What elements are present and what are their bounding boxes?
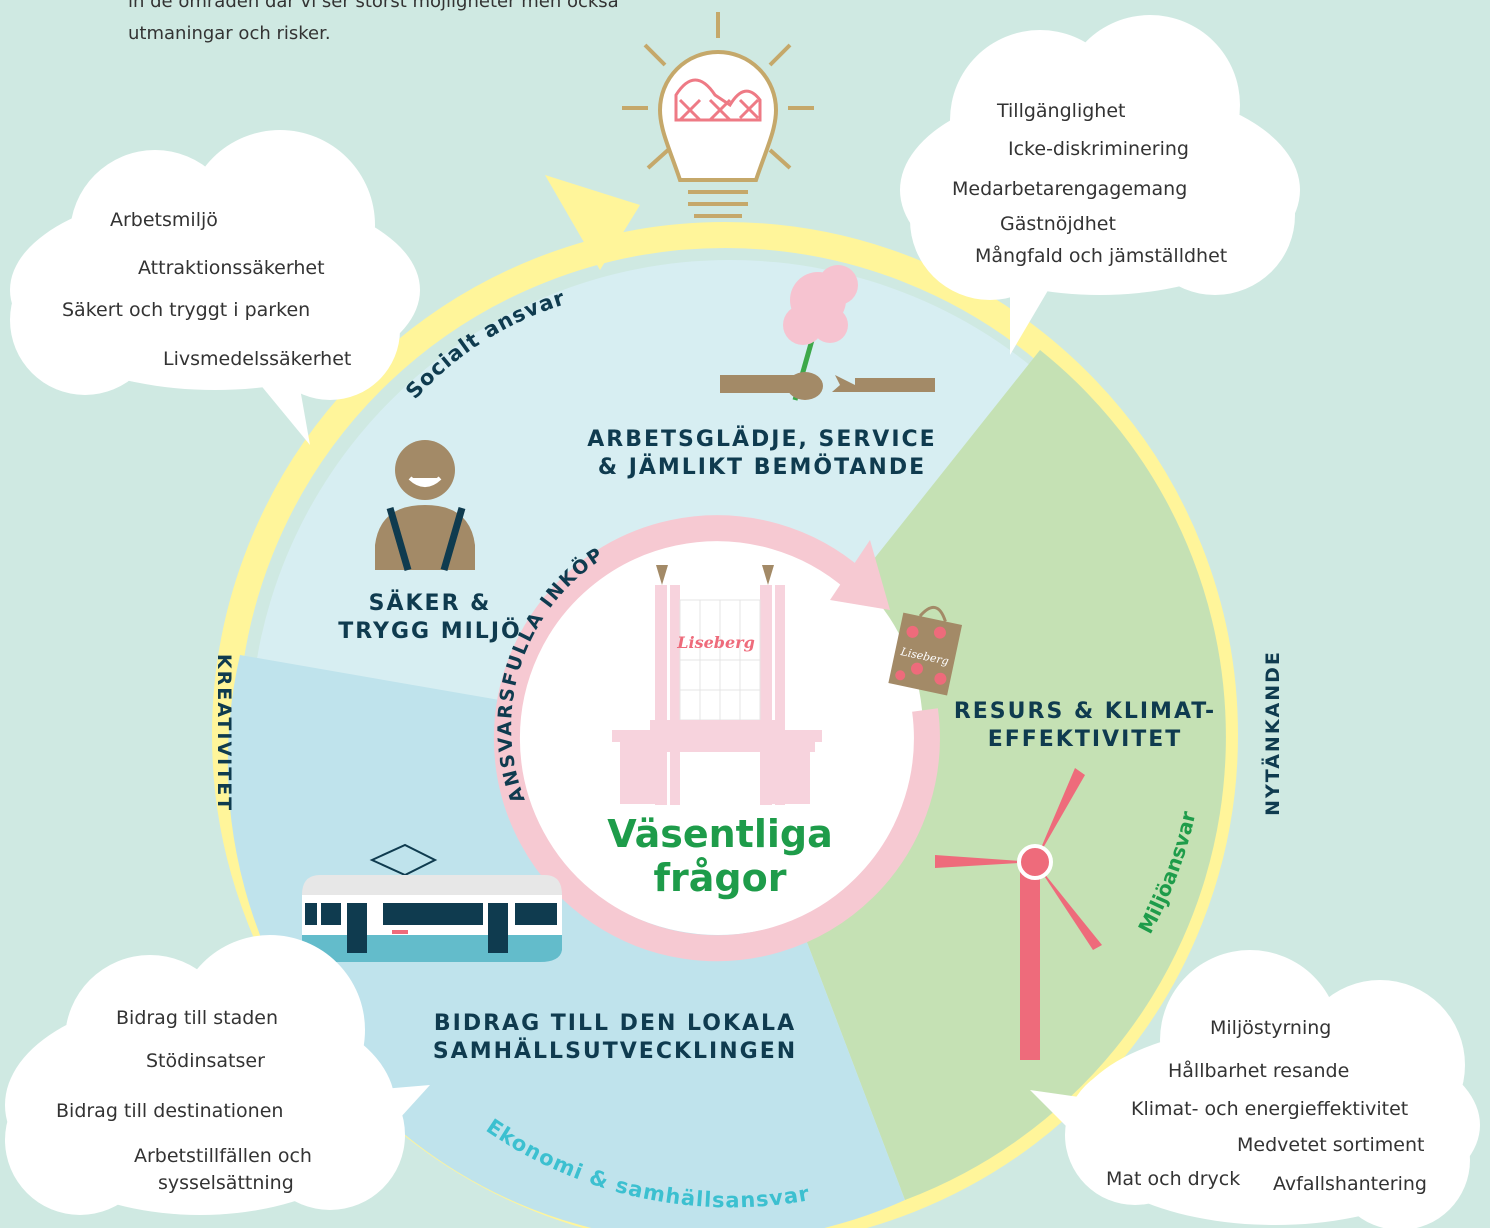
cotton-candy-icon: [783, 265, 858, 401]
heading-bidrag: BIDRAG TILL DEN LOKALA SAMHÄLLSUTVECKLIN…: [432, 1011, 798, 1064]
cloud-item: Mångfald och jämställdhet: [975, 245, 1228, 267]
cloud-item: Hållbarhet resande: [1168, 1060, 1350, 1082]
intro-line-2: utmaningar och risker.: [128, 23, 331, 44]
cloud-item: Avfallshantering: [1273, 1173, 1427, 1195]
environment-sector: [730, 350, 1226, 1200]
hands-icon: [720, 372, 935, 400]
cloud-item: Miljöstyrning: [1210, 1017, 1332, 1039]
cloud-item: Arbetstillfällen och: [134, 1145, 312, 1167]
intro-text: in de områden där vi ser störst möjlighe…: [128, 0, 619, 50]
cloud-item: Icke-diskriminering: [1008, 138, 1189, 160]
cloud-item: Mat och dryck: [1106, 1168, 1241, 1190]
rollercoaster-icon: [674, 78, 762, 122]
lightbulb-icon: [622, 12, 814, 218]
cloud-item: Klimat- och energieffektivitet: [1131, 1098, 1409, 1120]
cloud-top-left: [10, 130, 420, 445]
cloud-item: Stödinsatser: [146, 1050, 265, 1072]
cloud-item: Arbetsmiljö: [110, 209, 218, 231]
heading-resurs: RESURS & KLIMAT- EFFEKTIVITET: [953, 699, 1217, 752]
gate-logo: Liseberg: [676, 633, 755, 652]
shopping-bag-icon: Liseberg: [888, 606, 963, 696]
ring-label-left: KREATIVITET: [213, 653, 236, 813]
cloud-item: Medarbetarengagemang: [952, 178, 1188, 200]
cloud-bottom-right: [1030, 950, 1480, 1228]
gate-icon: Liseberg: [612, 565, 822, 805]
cloud-top-right: [900, 15, 1300, 355]
cloud-item: sysselsättning: [158, 1172, 294, 1194]
cloud-item: Attraktionssäkerhet: [138, 257, 325, 279]
heading-saker: SÄKER & TRYGG MILJÖ: [338, 591, 522, 644]
person-icon: [375, 440, 475, 571]
cloud-item: Bidrag till destinationen: [56, 1100, 284, 1122]
center-title: Väsentliga frågor: [607, 812, 833, 900]
cloud-item: Säkert och tryggt i parken: [62, 299, 311, 321]
heading-arbetsgladje: ARBETSGLÄDJE, SERVICE & JÄMLIKT BEMÖTAND…: [587, 427, 937, 480]
cloud-item: Medvetet sortiment: [1237, 1134, 1425, 1156]
cloud-item: Gästnöjdhet: [1000, 213, 1116, 235]
ring-label-right: NYTÄNKANDE: [1261, 650, 1284, 816]
wind-turbine-icon: [935, 768, 1102, 1060]
intro-line-1: in de områden där vi ser störst möjlighe…: [128, 0, 619, 12]
cloud-item: Tillgänglighet: [997, 100, 1126, 122]
cloud-item: Bidrag till staden: [116, 1007, 279, 1029]
cloud-item: Livsmedelssäkerhet: [163, 348, 352, 370]
cloud-bottom-left: [5, 935, 430, 1215]
tram-icon: [302, 843, 562, 962]
